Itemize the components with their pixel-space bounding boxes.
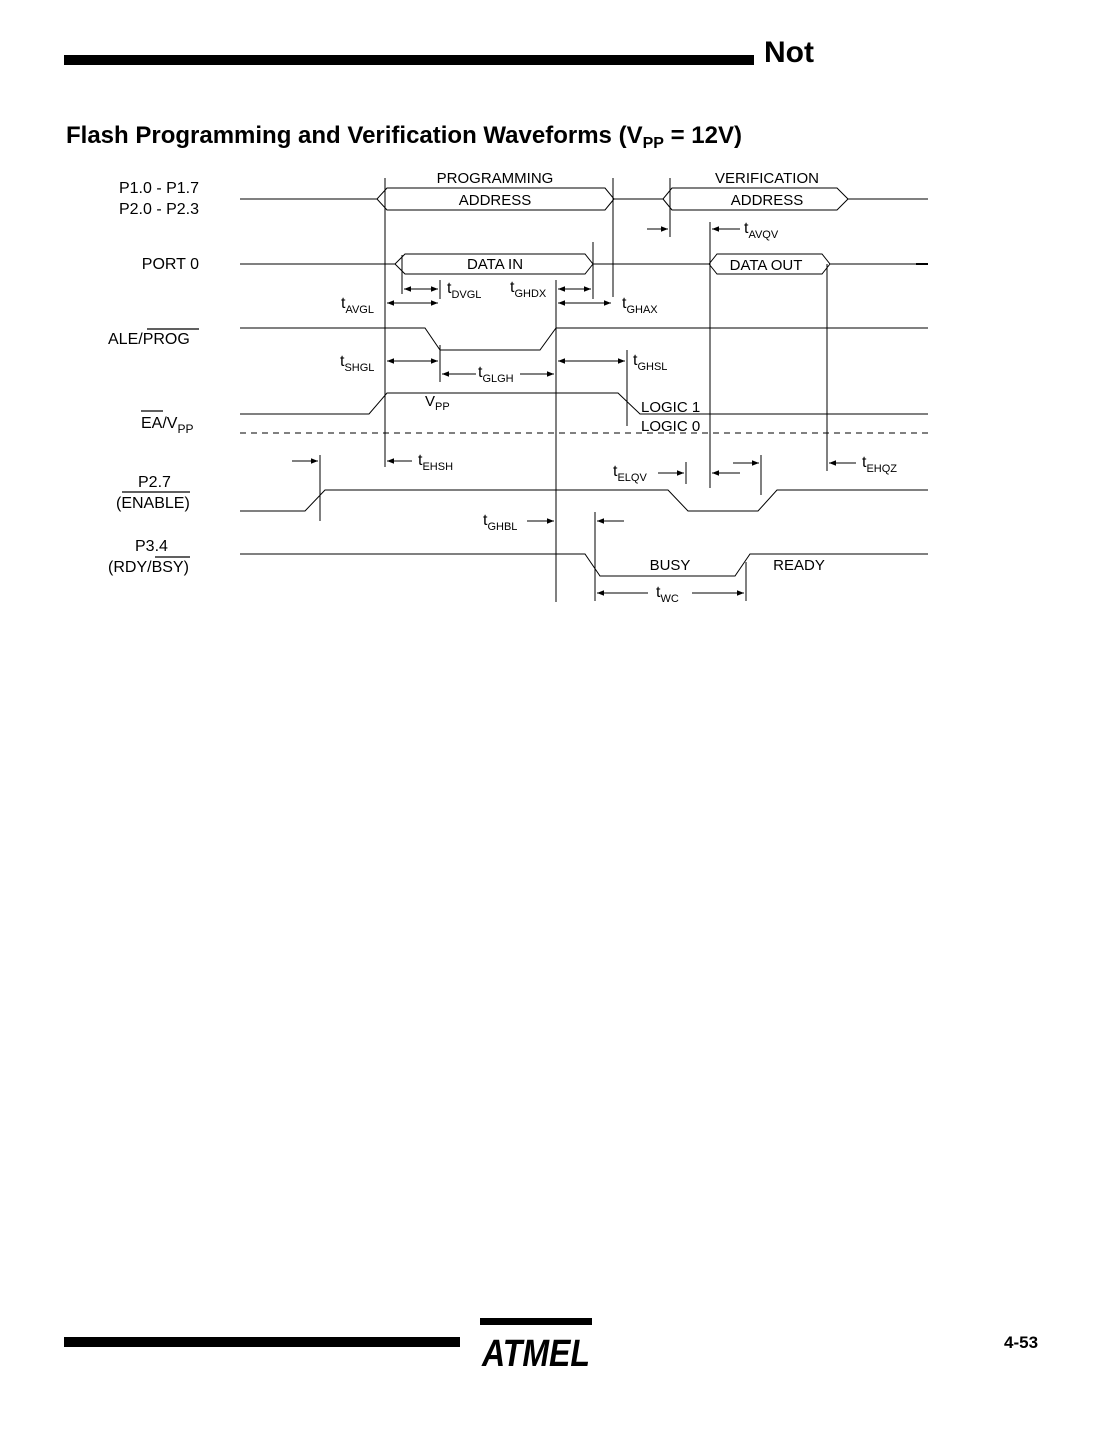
title-main: Flash Programming and Verification Wavef… <box>66 122 643 149</box>
label-logic-0: LOGIC 0 <box>641 418 700 435</box>
label-prog-address: ADDRESS <box>459 192 532 209</box>
p27-enable-waveform <box>240 489 928 512</box>
timing-tehqz: tEHQZ <box>862 454 897 475</box>
ea-vpp-waveform <box>240 392 928 434</box>
label-ready: READY <box>773 557 825 574</box>
signal-label-port0: PORT 0 <box>142 256 199 273</box>
title-subscript: PP <box>642 135 664 152</box>
address-bus-waveform <box>240 187 928 211</box>
signal-label-ea: EA/VPP <box>141 415 193 436</box>
atmel-logo: ATMEL <box>480 1318 592 1375</box>
header-section-title: Not <box>764 36 814 69</box>
p34-rdy-bsy-waveform <box>240 553 928 577</box>
label-vpp: VPP <box>425 393 450 413</box>
signal-label-enable: (ENABLE) <box>116 495 190 512</box>
label-verif-address: ADDRESS <box>731 192 804 209</box>
timing-tghdx: tGHDX <box>510 279 547 300</box>
timing-telqv: tELQV <box>613 463 647 484</box>
title-tail: = 12V) <box>663 122 742 149</box>
timing-tshgl: tSHGL <box>340 353 374 374</box>
signal-label-p2: P2.0 - P2.3 <box>119 201 199 218</box>
label-programming: PROGRAMMING <box>437 170 554 187</box>
timing-tehsh: tEHSH <box>418 452 453 473</box>
timing-tavgl: tAVGL <box>341 295 374 316</box>
timing-twc: tWC <box>656 584 679 605</box>
signal-label-p34: P3.4 <box>135 538 168 555</box>
label-data-out: DATA OUT <box>730 257 803 274</box>
label-logic-1: LOGIC 1 <box>641 399 700 416</box>
signal-label-p27: P2.7 <box>138 474 171 491</box>
signal-label-p1: P1.0 - P1.7 <box>119 180 199 197</box>
timing-tghsl: tGHSL <box>633 352 667 373</box>
signal-label-ale: ALE/PROG <box>108 331 190 348</box>
ale-prog-waveform <box>240 327 928 351</box>
signal-label-rdy-bsy: (RDY/BSY) <box>108 559 189 576</box>
page-number: 4-53 <box>1004 1333 1039 1352</box>
label-data-in: DATA IN <box>467 256 523 273</box>
timing-tdvgl: tDVGL <box>447 280 481 301</box>
timing-tavqv: tAVQV <box>744 220 779 241</box>
timing-tghax: tGHAX <box>622 295 658 316</box>
timing-tghbl: tGHBL <box>483 512 517 533</box>
footer-rule <box>64 1337 460 1347</box>
atmel-logo-text: ATMEL <box>481 1333 590 1375</box>
timing-tglgh: tGLGH <box>478 364 514 385</box>
header-rule <box>64 55 754 65</box>
timing-guides <box>319 178 828 602</box>
port0-waveform <box>240 253 928 275</box>
page-title: Flash Programming and Verification Wavef… <box>66 122 742 153</box>
label-verification: VERIFICATION <box>715 170 819 187</box>
label-busy: BUSY <box>650 557 691 574</box>
